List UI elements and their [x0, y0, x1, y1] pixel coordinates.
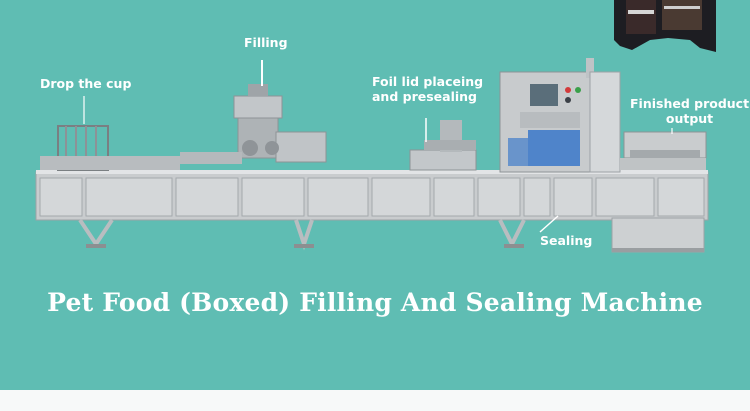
page-title: Pet Food (Boxed) Filling And Sealing Mac…: [47, 288, 703, 317]
label-drop-the-cup: Drop the cup: [40, 76, 132, 91]
label-finished-product: Finished product output: [630, 96, 749, 126]
bottom-strip: [0, 390, 750, 411]
label-foil-lid: Foil lid placeing and presealing: [372, 74, 483, 104]
filling-station: [180, 60, 327, 164]
cup-drop-station: [40, 125, 180, 171]
label-finished-line2: output: [665, 111, 714, 126]
machine-base: [35, 170, 709, 221]
product-pouch-image: [614, 0, 716, 52]
label-foil-lid-line2: and presealing: [372, 89, 477, 104]
machine-legs: [78, 218, 526, 251]
label-finished-line1: Finished product: [630, 96, 750, 111]
sealing-station: [499, 58, 621, 233]
output-station: [620, 131, 707, 170]
label-filling: Filling: [244, 35, 288, 50]
foil-lid-station: [409, 118, 477, 171]
label-sealing: Sealing: [540, 233, 593, 248]
label-foil-lid-line1: Foil lid placeing: [372, 74, 484, 89]
